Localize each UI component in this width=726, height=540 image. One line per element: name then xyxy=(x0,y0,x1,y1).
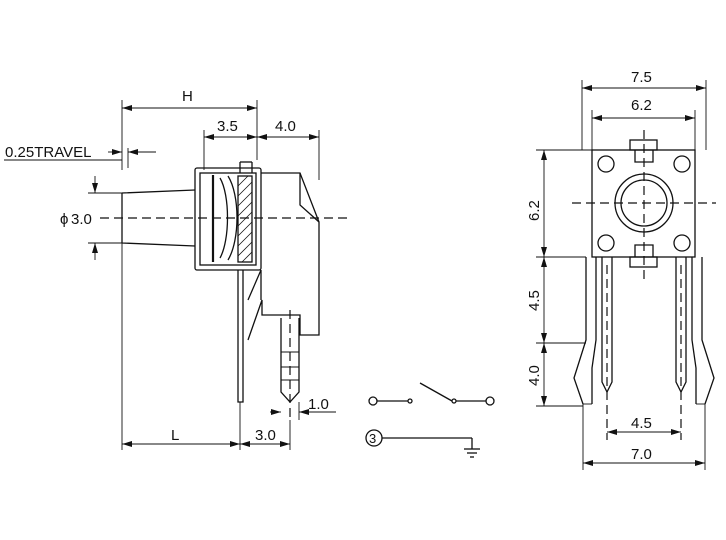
dim-6-2-h-label: 6.2 xyxy=(631,97,652,114)
travel-label: 0.25TRAVEL xyxy=(5,144,91,161)
dim-4-0-v-label: 4.0 xyxy=(526,365,543,386)
dim-7-5-label: 7.5 xyxy=(631,69,652,86)
dia-3-0-label: 3.0 xyxy=(71,211,92,228)
dim-7-0-label: 7.0 xyxy=(631,446,652,463)
pin3-label: 3 xyxy=(369,431,376,446)
dim-h-label: H xyxy=(182,88,193,105)
dim-3-0-label: 3.0 xyxy=(255,427,276,444)
dim-4-5-v-label: 4.5 xyxy=(526,290,543,311)
dim-1-0-label: 1.0 xyxy=(308,396,329,413)
dim-3-5-label: 3.5 xyxy=(217,118,238,135)
front-view: 7.5 6.2 xyxy=(526,69,716,470)
phi-symbol: ϕ xyxy=(60,211,68,228)
dim-4-0-top-label: 4.0 xyxy=(275,118,296,135)
switch-schematic: 3 xyxy=(365,382,495,458)
dim-6-2-v-label: 6.2 xyxy=(526,200,543,221)
side-view: H 3.5 4.0 0.25TRAVEL ϕ 3.0 xyxy=(4,88,350,450)
hatch-section xyxy=(237,175,253,263)
dim-4-5-h-label: 4.5 xyxy=(631,415,652,432)
dim-l-label: L xyxy=(171,427,179,444)
